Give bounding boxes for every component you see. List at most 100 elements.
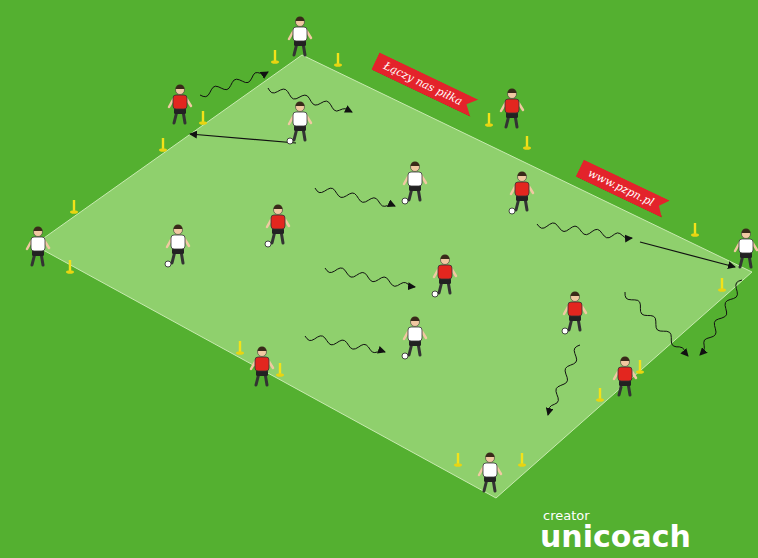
ball: [287, 138, 293, 144]
ball: [402, 198, 408, 204]
player: [27, 227, 49, 266]
ball: [402, 353, 408, 359]
ball: [509, 208, 515, 214]
player: [735, 229, 757, 268]
cone-base: [718, 288, 726, 292]
player-hair: [176, 85, 185, 90]
player: [402, 162, 426, 205]
cone-base: [159, 148, 167, 152]
player-head: [508, 90, 517, 99]
player: [614, 357, 636, 396]
player-head: [486, 454, 495, 463]
cone: [523, 136, 531, 150]
player-shirt: [293, 112, 307, 126]
cone-base: [334, 63, 342, 67]
player-shirt: [171, 235, 185, 249]
cone-pole: [202, 111, 204, 123]
pitch-area: [34, 55, 752, 498]
player-head: [258, 348, 267, 357]
cone: [199, 111, 207, 125]
player-hair: [518, 172, 527, 177]
player: [169, 85, 191, 124]
player-hair: [571, 292, 580, 297]
player: [251, 347, 273, 386]
dribble-path: [625, 292, 688, 356]
player-head: [411, 318, 420, 327]
player-hair: [174, 225, 183, 230]
cone-base: [70, 210, 78, 214]
dribble-path: [548, 345, 580, 415]
dribble-path: [325, 268, 415, 287]
cone: [454, 453, 462, 467]
dribble-path: [537, 223, 632, 238]
player-shirt: [739, 239, 753, 253]
cone: [70, 200, 78, 214]
cone: [691, 223, 699, 237]
cone: [485, 113, 493, 127]
player-hair: [411, 317, 420, 322]
player-shirt: [408, 172, 422, 186]
player-hair: [258, 347, 267, 352]
player-head: [621, 358, 630, 367]
cone: [518, 453, 526, 467]
cone-base: [276, 373, 284, 377]
player: [165, 225, 189, 268]
cone-base: [691, 233, 699, 237]
cone-pole: [73, 200, 75, 212]
player-hair: [486, 453, 495, 458]
dribble-path: [315, 188, 395, 206]
logo-text: creator: [543, 509, 590, 522]
player: [562, 292, 586, 335]
cone-base: [271, 60, 279, 64]
dribble-path: [700, 280, 742, 355]
player: [265, 205, 289, 247]
player-hair: [296, 102, 305, 107]
ball: [432, 291, 438, 297]
cone-base: [596, 398, 604, 402]
ball: [165, 261, 171, 267]
player-shirt: [438, 265, 452, 279]
player-head: [296, 18, 305, 27]
player-hair: [441, 255, 450, 260]
player: [402, 317, 426, 360]
cone-base: [236, 351, 244, 355]
player-head: [742, 230, 751, 239]
cone-base: [518, 463, 526, 467]
player-hair: [508, 89, 517, 94]
cone: [159, 138, 167, 152]
player-head: [296, 103, 305, 112]
player: [501, 89, 523, 128]
player: [289, 17, 311, 56]
player-hair: [742, 229, 751, 234]
player-head: [411, 163, 420, 172]
cone-base: [485, 123, 493, 127]
player-hair: [34, 227, 43, 232]
player-shirt: [255, 357, 269, 371]
cone: [636, 360, 644, 374]
player-shirt: [31, 237, 45, 251]
ball: [265, 241, 271, 247]
player-shirt: [293, 27, 307, 41]
player-hair: [411, 162, 420, 167]
cone-base: [636, 370, 644, 374]
player-head: [274, 206, 283, 215]
player-head: [176, 86, 185, 95]
player-head: [34, 228, 43, 237]
cone-base: [523, 146, 531, 150]
cone-pole: [488, 113, 490, 125]
player-shirt: [483, 463, 497, 477]
player-head: [441, 256, 450, 265]
player-head: [518, 173, 527, 182]
cone: [718, 278, 726, 292]
cone: [236, 341, 244, 355]
cone: [66, 260, 74, 274]
cone-pole: [694, 223, 696, 235]
cone: [271, 50, 279, 64]
player-shirt: [618, 367, 632, 381]
cone: [334, 53, 342, 67]
cone-base: [199, 121, 207, 125]
player-hair: [296, 17, 305, 22]
cone: [596, 388, 604, 402]
player-hair: [274, 205, 283, 209]
